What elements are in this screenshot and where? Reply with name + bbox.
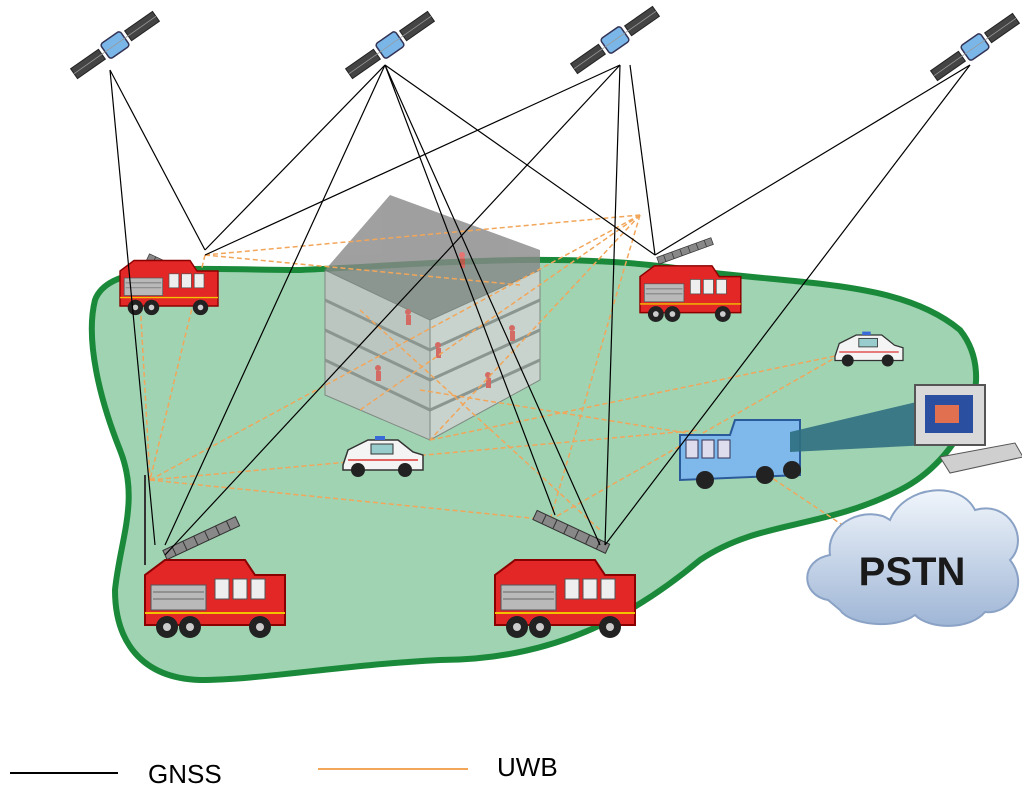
computer-beam: [790, 400, 930, 452]
satellite-icon: [929, 12, 1021, 82]
command-van-icon: [679, 419, 801, 489]
legend-uwb-line: [318, 768, 468, 770]
cloud-icon: PSTN: [806, 489, 1020, 627]
legend-gnss-line: [10, 772, 118, 774]
satellite-icon: [569, 5, 661, 75]
gnss-links: [109, 64, 971, 556]
legend-gnss-label: GNSS: [148, 759, 222, 789]
cloud-label: PSTN: [859, 550, 966, 594]
satellite-icon: [69, 10, 161, 80]
building-icon: [324, 195, 541, 441]
fire-truck-icon: [144, 475, 286, 639]
computer-icon: [914, 384, 1022, 474]
legend-uwb-label: UWB: [497, 752, 558, 782]
fire-truck-icon: [639, 237, 742, 323]
